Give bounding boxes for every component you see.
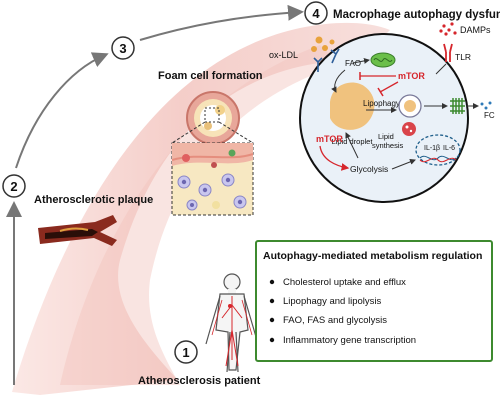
patient-figure-illustration [205, 273, 259, 373]
regulation-box-title: Autophagy-mediated metabolism regulation [263, 250, 482, 262]
arrow-2-to-3 [15, 52, 109, 169]
lipid-synthesis-label-line1: Lipid [378, 132, 394, 141]
step-3-number: 3 [119, 41, 126, 56]
fc-label: FC [484, 111, 495, 120]
regulation-item: FAO, FAS and glycolysis [283, 315, 387, 326]
nucleus-dna-icon [415, 134, 461, 166]
lipophagy-label: Lipophagy [363, 99, 400, 108]
step-3-circle: 3 [111, 36, 135, 60]
step-1-circle: 1 [174, 340, 198, 364]
regulation-box: Autophagy-mediated metabolism regulation… [255, 240, 493, 362]
tlr-receptor-icon [443, 43, 453, 62]
zoom-box [204, 107, 220, 123]
il6-label: IL-6 [443, 145, 455, 152]
autophagosome-icon [398, 94, 422, 136]
step-2-circle: 2 [2, 174, 26, 198]
damps-label: DAMPs [460, 25, 491, 35]
ox-ldl-particles [311, 36, 335, 52]
plaque-zoom-illustration [171, 142, 254, 216]
step-4-label: Macrophage autophagy dysfunction [333, 9, 500, 21]
arrow-3-to-4 [139, 4, 304, 41]
regulation-list: Cholesterol uptake and efflux Lipophagy … [269, 277, 416, 346]
artery-segment-illustration [38, 215, 117, 246]
abc-transporter-icon [450, 98, 465, 114]
progression-band-inner [60, 45, 340, 385]
step-1-number: 1 [182, 345, 189, 360]
step-4-number: 4 [312, 6, 320, 21]
step-2-label: Atherosclerotic plaque [34, 194, 153, 206]
glycolysis-label: Glycolysis [350, 164, 388, 174]
ldl-receptor-icon [313, 48, 340, 72]
lipid-droplet-label: Lipid droplet [332, 137, 374, 146]
fao-label: FAO [345, 59, 361, 68]
macrophage-cell: Lipid droplet FAO mTOR Lipophagy [299, 33, 495, 203]
il1b-label: IL-1β [424, 145, 440, 152]
ox-ldl-label: ox-LDL [269, 50, 298, 60]
step-3-label: Foam cell formation [158, 70, 263, 82]
tlr-label: TLR [455, 52, 471, 62]
progression-band [12, 22, 390, 396]
damps-particles [439, 22, 457, 36]
step-2-number: 2 [10, 179, 17, 194]
mitochondrion-icon [370, 52, 396, 68]
regulation-item: Cholesterol uptake and efflux [283, 277, 406, 288]
step-4-circle: 4 [304, 1, 328, 25]
mtor-top-label: mTOR [398, 71, 425, 81]
mtor-left-label: mTOR [316, 134, 343, 144]
lipid-droplet-shape [330, 82, 375, 130]
lipid-synthesis-label-line2: synthesis [372, 141, 404, 150]
step-1-label: Atherosclerosis patient [138, 375, 261, 387]
regulation-item: Inflammatory gene transcription [283, 335, 416, 346]
regulation-item: Lipophagy and lipolysis [283, 296, 381, 307]
